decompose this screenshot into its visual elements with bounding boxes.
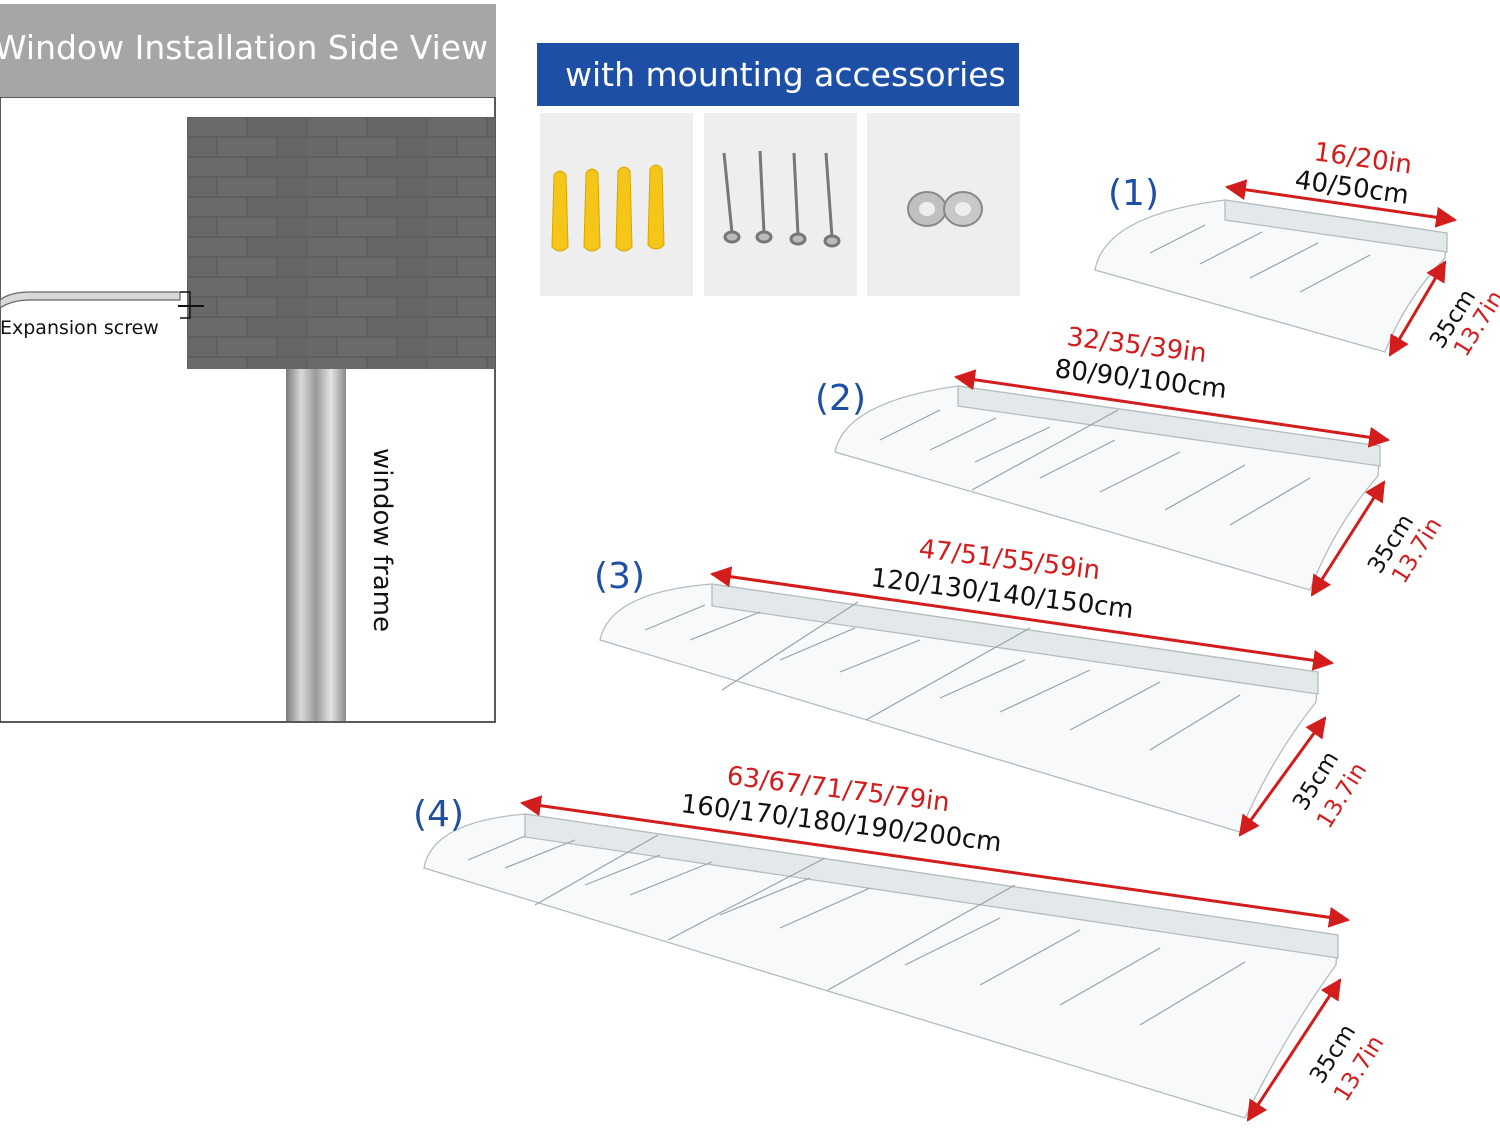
side-view-panel <box>0 96 496 723</box>
washer-icon <box>867 113 1020 296</box>
canopy-4 <box>423 813 1339 1119</box>
canopy-1 <box>1094 199 1448 353</box>
accessories-header: with mounting accessories <box>537 43 1019 106</box>
window-frame-bar <box>286 369 346 721</box>
size-3-label: (3) <box>594 556 645 597</box>
side-view-illustration <box>0 96 496 723</box>
expansion-screw-label: Expansion screw <box>0 317 159 339</box>
side-view-header: Window Installation Side View <box>0 4 496 97</box>
side-view-title: Window Installation Side View <box>0 28 489 67</box>
size-2-label: (2) <box>815 378 866 419</box>
size-4-label: (4) <box>413 794 464 835</box>
expansion-anchor-icon <box>540 113 693 296</box>
accessories-title: with mounting accessories <box>565 55 1006 94</box>
size-1-label: (1) <box>1108 173 1159 214</box>
brick-wall <box>187 117 495 369</box>
screw-icon <box>704 113 857 296</box>
